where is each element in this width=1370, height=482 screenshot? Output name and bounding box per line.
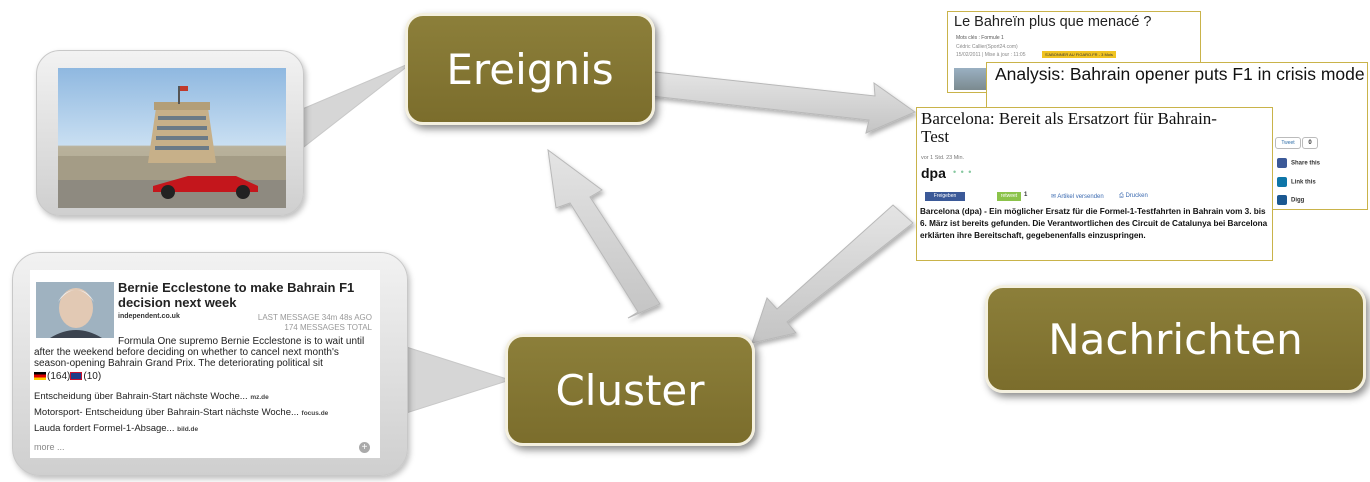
link-label[interactable]: Link this	[1291, 179, 1316, 186]
related-source: focus.de	[301, 410, 329, 417]
share-row[interactable]: Share this	[1277, 158, 1320, 168]
more-link[interactable]: more ...	[34, 442, 65, 452]
expand-icon[interactable]: +	[359, 442, 370, 453]
cluster-meta: LAST MESSAGE 34m 48s AGO 174 MESSAGES TO…	[258, 313, 372, 333]
related-text[interactable]: Motorsport- Entscheidung über Bahrain-St…	[34, 407, 299, 418]
cluster-source: independent.co.uk	[118, 313, 180, 320]
facebook-icon	[1277, 158, 1287, 168]
dpa-title: Barcelona: Bereit als Ersatzort für Bahr…	[921, 109, 1217, 146]
arrow-nachrichten-to-cluster	[751, 204, 914, 344]
uk-flag-icon	[70, 372, 83, 381]
figaro-author: Cédric Callier(Sport24.com)	[956, 44, 1018, 50]
bahrain-tower-image	[58, 86, 286, 208]
related-source: mz.de	[250, 394, 269, 401]
link-row[interactable]: Link this	[1277, 177, 1316, 187]
figaro-badge: S'ABONNER AU FIGARO.FR - 3 Mois	[1042, 51, 1116, 58]
cluster-label: Cluster	[505, 334, 755, 446]
figaro-date: 15/02/2011 | Mise à jour : 11:05	[956, 52, 1026, 58]
tweet-count: 0	[1302, 137, 1318, 149]
related-item[interactable]: Entscheidung über Bahrain-Start nächste …	[34, 391, 269, 402]
retweet-count: 1	[1024, 192, 1028, 198]
count-de: (164)	[47, 371, 71, 382]
analysis-title: Analysis: Bahrain opener puts F1 in cris…	[995, 64, 1365, 84]
cluster-title[interactable]: Bernie Ecclestone to make Bahrain F1 dec…	[118, 280, 355, 310]
digg-icon	[1277, 195, 1287, 205]
cluster-bubble-tail	[399, 344, 512, 416]
count-uk: (10)	[83, 371, 102, 382]
print-link[interactable]: ⎙ Drucken	[1119, 193, 1148, 200]
figaro-title: Le Bahreïn plus que menacé ?	[954, 14, 1152, 30]
ereignis-label: Ereignis	[405, 13, 655, 125]
german-flag-icon	[34, 372, 46, 381]
related-text[interactable]: Lauda fordert Formel-1-Absage...	[34, 423, 175, 434]
digg-label[interactable]: Digg	[1291, 197, 1305, 204]
person-image	[36, 282, 114, 338]
cluster-text: Cluster	[555, 365, 705, 415]
cluster-card[interactable]: Bernie Ecclestone to make Bahrain F1 dec…	[30, 270, 380, 458]
mail-label[interactable]: Artikel versenden	[1057, 194, 1104, 200]
print-label[interactable]: Drucken	[1125, 193, 1148, 199]
last-message: LAST MESSAGE 34m 48s AGO	[257, 313, 372, 322]
freigeben-button[interactable]: Freigeben	[925, 192, 965, 201]
related-item[interactable]: Lauda fordert Formel-1-Absage... bild.de	[34, 423, 198, 434]
ereignis-text: Ereignis	[446, 44, 614, 94]
bahrain-circuit-photo	[58, 68, 286, 208]
digg-row[interactable]: Digg	[1277, 195, 1304, 205]
arrow-cluster-to-ereignis	[547, 148, 661, 319]
photo-bubble-tail	[299, 61, 414, 152]
dpa-logo: dpa	[921, 165, 946, 181]
retweet-button[interactable]: retweet	[997, 192, 1021, 201]
language-counts: (164) (10)	[34, 371, 101, 382]
share-label[interactable]: Share this	[1291, 160, 1321, 167]
related-item[interactable]: Motorsport- Entscheidung über Bahrain-St…	[34, 407, 328, 418]
dpa-logo-dots: • • •	[953, 167, 973, 177]
messages-total: 174 MESSAGES TOTAL	[284, 323, 372, 332]
figaro-mots: Mots clés : Formule 1	[956, 35, 1004, 41]
print-icon: ⎙	[1119, 193, 1126, 199]
related-text[interactable]: Entscheidung über Bahrain-Start nächste …	[34, 391, 248, 402]
arrow-ereignis-to-nachrichten	[650, 71, 917, 134]
news-dpa: Barcelona: Bereit als Ersatzort für Bahr…	[916, 107, 1273, 261]
dpa-body: Barcelona (dpa) - Ein möglicher Ersatz f…	[920, 207, 1268, 240]
mail-icon: ✉	[1051, 194, 1058, 200]
dpa-time: vor 1 Std. 23 Min.	[921, 155, 965, 161]
linkedin-icon	[1277, 177, 1287, 187]
ecclestone-photo	[36, 282, 114, 338]
nachrichten-text: Nachrichten	[1048, 314, 1303, 364]
mail-link[interactable]: ✉ Artikel versenden	[1051, 193, 1104, 200]
tweet-button[interactable]: Tweet	[1275, 137, 1301, 149]
cluster-excerpt: Formula One supremo Bernie Ecclestone is…	[34, 336, 365, 369]
figaro-thumbnail	[954, 68, 994, 90]
nachrichten-label: Nachrichten	[985, 285, 1366, 393]
related-source: bild.de	[177, 426, 199, 433]
